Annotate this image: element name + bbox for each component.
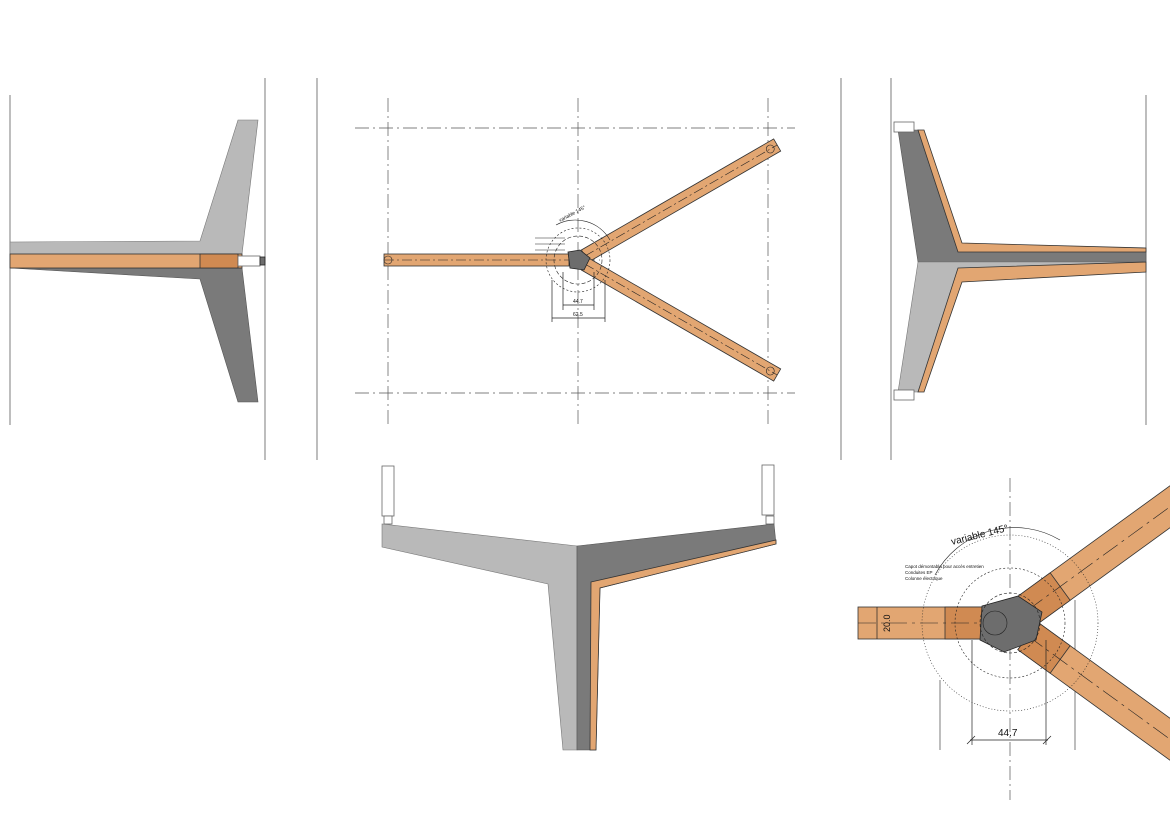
bottom-cap bbox=[893, 389, 915, 401]
note-line-2: Conduites EP bbox=[905, 570, 933, 575]
upper-wing bbox=[9, 119, 259, 255]
dim-node-outer-small: 62.5 bbox=[573, 312, 583, 318]
dim-node-inner-small: 44.7 bbox=[573, 299, 583, 305]
detail-beam-upper-right bbox=[1017, 472, 1170, 625]
dim-beam-height: 20.0 bbox=[882, 614, 892, 632]
front-left-wing bbox=[381, 523, 578, 751]
top-cap bbox=[893, 121, 915, 133]
view-plan: variable 145° 44.7 62.5 bbox=[316, 78, 842, 460]
note-line-3: Colonne électrique bbox=[905, 576, 943, 581]
view-front-elevation bbox=[381, 464, 777, 751]
beam-upper-right bbox=[580, 138, 782, 263]
upper-wing-right bbox=[897, 129, 1147, 263]
detail-beam-lower-right bbox=[1017, 621, 1170, 774]
view-left-elevation bbox=[9, 78, 266, 460]
right-post-cap bbox=[761, 464, 775, 516]
left-post-cap bbox=[381, 465, 395, 517]
end-cap bbox=[237, 255, 261, 267]
view-right-elevation bbox=[890, 78, 1147, 460]
angle-label: variable 145° bbox=[950, 523, 1009, 548]
front-right-wing bbox=[576, 523, 777, 751]
steel-node bbox=[567, 249, 591, 271]
view-node-detail: variable 145° Capot démontable pour accè… bbox=[857, 472, 1170, 800]
detail-steel-node bbox=[979, 595, 1043, 653]
lower-wing-right bbox=[897, 261, 1147, 393]
beam-lower-right bbox=[580, 257, 782, 382]
lower-wing bbox=[9, 267, 259, 403]
note-line-1: Capot démontable pour accès entretien bbox=[905, 564, 984, 569]
dim-node-inner: 44.7 bbox=[998, 728, 1018, 739]
beam-left bbox=[383, 253, 570, 267]
